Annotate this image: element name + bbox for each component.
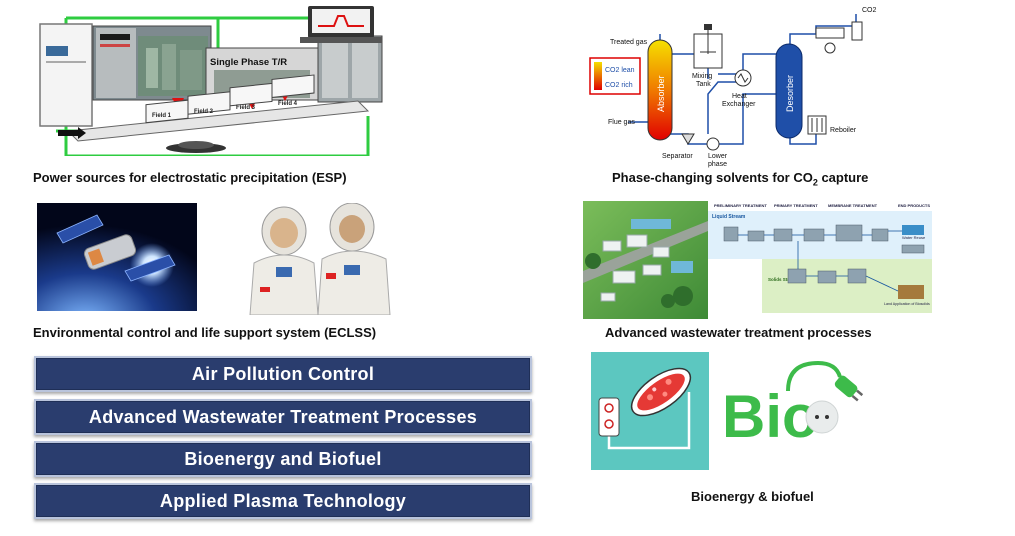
ww-stage-2: PRIMARY TREATMENT [774, 203, 818, 208]
lower-phase-label-2: phase [708, 161, 727, 168]
reboiler-label: Reboiler [830, 127, 857, 134]
esp-field-3: Field 3 [236, 105, 256, 111]
ww-solids-stream: Solids Stream [768, 277, 798, 282]
esp-illustration: Single Phase T/R Field 1 Field 2 Field 3… [39, 6, 383, 156]
flue-gas-label: Flue gas [608, 119, 635, 126]
caption-co2: Phase-changing solvents for CO2 capture [612, 170, 868, 188]
separator-label: Separator [662, 153, 693, 160]
bacterium-outlet-image [591, 352, 709, 470]
treated-gas-label: Treated gas [610, 39, 648, 46]
esp-field-2: Field 2 [194, 109, 214, 115]
esp-field-4: Field 4 [278, 101, 298, 107]
ww-land-application: Land Application of Biosolids [884, 302, 930, 306]
bioenergy-biofuel-button[interactable]: Bioenergy and Biofuel [34, 441, 532, 477]
absorber-column [647, 39, 673, 141]
applied-plasma-technology-button[interactable]: Applied Plasma Technology [34, 483, 532, 519]
caption-eclss: Environmental control and life support s… [33, 325, 377, 340]
heat-exchanger-label-1: Heat [732, 93, 747, 100]
bio-plug-logo: Bio [722, 360, 864, 450]
mixing-tank-label-1: Mixing [692, 73, 712, 80]
heat-exchanger-label-2: Exchanger [722, 101, 756, 108]
mixing-tank-label-2: Tank [696, 81, 711, 88]
ww-liquid-stream: Liquid Stream [712, 214, 746, 220]
astronauts-image [249, 203, 391, 315]
co2-lean-label: CO2 lean [605, 67, 635, 74]
single-phase-label: Single Phase T/R [210, 57, 287, 68]
ww-stage-1: PRELIMINARY TREATMENT [714, 203, 767, 208]
bio-logo-text: Bio [722, 383, 819, 450]
caption-bio: Bioenergy & biofuel [691, 489, 814, 504]
ww-water-reuse: Water Reuse [902, 235, 926, 240]
wastewater-plant-photo [583, 201, 708, 319]
esp-field-1: Field 1 [152, 113, 172, 119]
co2-rich-label: CO2 rich [605, 82, 633, 89]
lower-phase-label-1: Lower [708, 153, 728, 160]
wastewater-process-diagram: PRELIMINARY TREATMENT PRIMARY TREATMENT … [708, 201, 932, 313]
co2-capture-diagram: Absorber Desorber CO2 lean CO2 rich Trea… [589, 7, 877, 168]
caption-esp: Power sources for electrostatic precipit… [33, 170, 347, 185]
caption-wastewater: Advanced wastewater treatment processes [605, 325, 872, 340]
ww-stage-4: END PRODUCTS [898, 203, 930, 208]
satellite-image [37, 203, 197, 311]
desorber-column [775, 43, 803, 139]
caption-co2-sub: 2 [812, 177, 818, 188]
absorber-label: Absorber [656, 75, 666, 112]
wastewater-treatment-button[interactable]: Advanced Wastewater Treatment Processes [34, 399, 532, 435]
caption-co2-suffix: capture [817, 170, 869, 185]
ww-stage-3: MEMBRANE TREATMENT [828, 203, 878, 208]
esp-field-boxes [145, 74, 315, 124]
caption-co2-prefix: Phase-changing solvents for CO [612, 170, 813, 185]
air-pollution-control-button[interactable]: Air Pollution Control [34, 356, 532, 392]
desorber-label: Desorber [785, 75, 795, 112]
co2-top-label: CO2 [862, 7, 877, 14]
